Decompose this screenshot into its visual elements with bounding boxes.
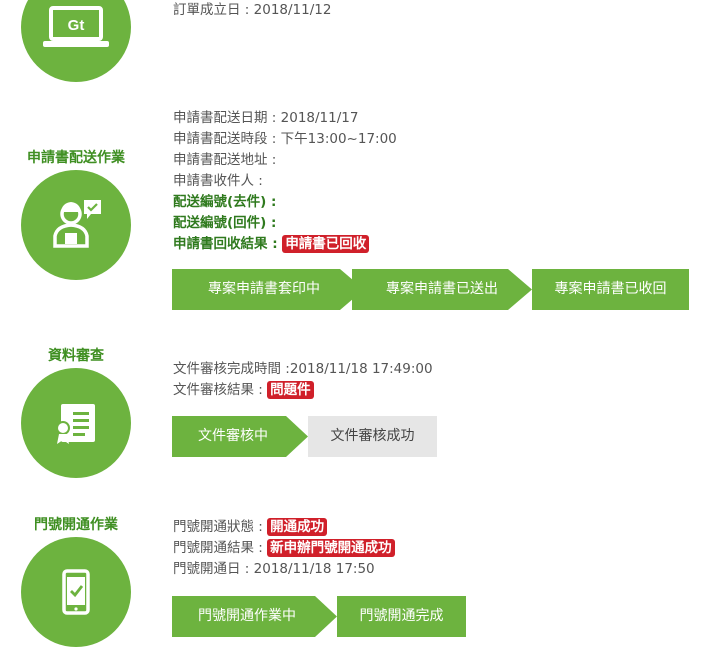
activation-stage-title: 門號開通作業	[34, 517, 118, 533]
certificate-document-icon	[56, 404, 95, 444]
delivery-date-row: 申請書配送日期 : 2018/11/17	[173, 110, 359, 126]
review-complete-time-row: 文件審核完成時間 :2018/11/18 17:49:00	[173, 361, 433, 377]
smartphone-check-icon	[62, 569, 90, 615]
delivery-outbound-no-row: 配送編號(去件) :	[173, 194, 277, 210]
delivery-stage-icon-circle	[21, 170, 131, 280]
review-result-row: 文件審核結果 : 問題件	[173, 380, 433, 401]
delivery-address-row: 申請書配送地址 :	[173, 152, 277, 168]
status-badge: 問題件	[267, 381, 314, 399]
status-badge: 申請書已回收	[282, 235, 370, 253]
delivery-recipient-row: 申請書收件人 :	[173, 173, 263, 189]
delivery-time-row: 申請書配送時段 : 下午13:00~17:00	[173, 131, 397, 147]
activation-status-row: 門號開通狀態 : 開通成功	[173, 517, 395, 538]
status-badge: 新申辦門號開通成功	[267, 539, 395, 557]
status-badge: 開通成功	[267, 518, 328, 536]
order-stage-icon-circle: Gt	[21, 0, 131, 82]
activation-result-row: 門號開通結果 : 新申辦門號開通成功	[173, 538, 395, 559]
delivery-stage-title: 申請書配送作業	[27, 150, 125, 166]
laptop-gt-logo-icon: Gt	[43, 6, 109, 47]
review-info: 文件審核完成時間 :2018/11/18 17:49:00 文件審核結果 : 問…	[173, 359, 433, 401]
delivery-return-no-row: 配送編號(回件) :	[173, 215, 277, 231]
activation-date-row: 門號開通日 : 2018/11/18 17:50	[173, 561, 375, 577]
activation-info: 門號開通狀態 : 開通成功 門號開通結果 : 新申辦門號開通成功 門號開通日 :…	[173, 517, 395, 580]
delivery-info: 申請書配送日期 : 2018/11/17 申請書配送時段 : 下午13:00~1…	[173, 108, 397, 255]
svg-text:Gt: Gt	[68, 17, 85, 34]
order-info: 訂單成立日 : 2018/11/12	[173, 0, 331, 21]
order-date-row: 訂單成立日 : 2018/11/12	[173, 2, 332, 18]
review-stage-icon-circle	[21, 368, 131, 478]
review-stage-title: 資料審查	[48, 348, 104, 364]
delivery-return-result-row: 申請書回收結果 : 申請書已回收	[173, 234, 397, 255]
person-document-icon	[53, 200, 101, 248]
activation-stage-icon-circle	[21, 537, 131, 647]
